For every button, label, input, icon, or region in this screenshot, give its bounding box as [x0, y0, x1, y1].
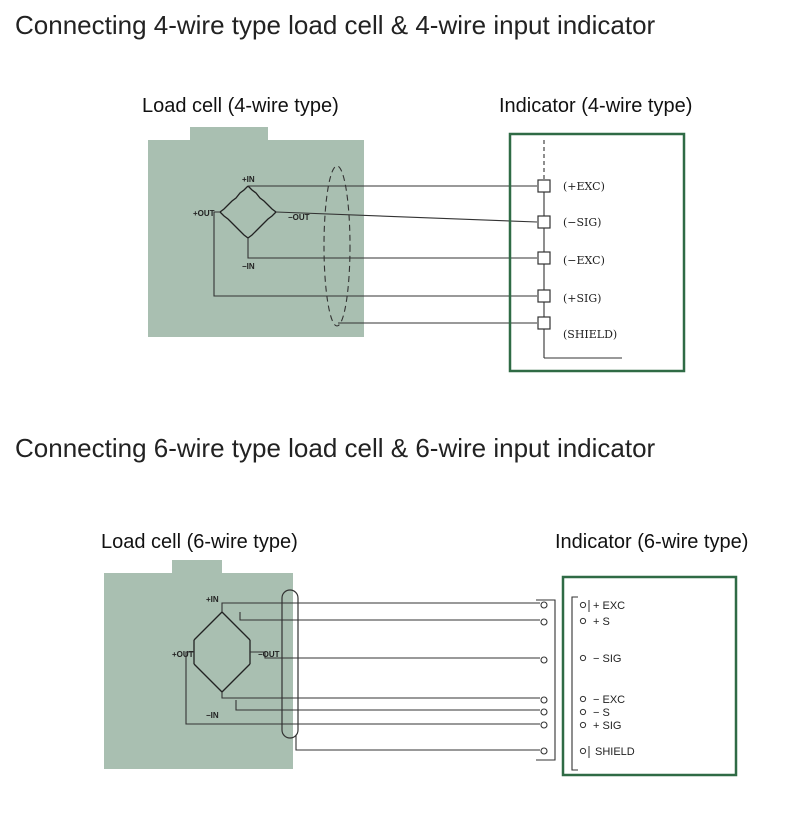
- bridge-4-minus-in-label: −IN: [242, 262, 255, 271]
- bridge-4-plus-in-label: +IN: [242, 175, 255, 184]
- terminal-6-label-shield: SHIELD: [595, 746, 635, 758]
- cable-shield-4-wire: [323, 165, 351, 327]
- terminal-6-label-minus-sig: − SIG: [593, 653, 621, 665]
- terminal-4-box-5: [537, 316, 551, 330]
- terminal-4-label-sig-plus: (+SIG): [563, 292, 601, 305]
- terminal-6-label-plus-sig: + SIG: [593, 720, 621, 732]
- bridge-6-plus-out-label: +OUT: [172, 650, 194, 659]
- wires-6-wire: [185, 602, 540, 751]
- load-cell-4-wire-label: Load cell (4-wire type): [142, 95, 339, 117]
- diagram-6-wire: Load cell (6-wire type) Indicator (6-wir…: [101, 531, 748, 777]
- terminal-6-label-plus-s: + S: [593, 616, 610, 628]
- bridge-4-plus-out-label: +OUT: [193, 209, 215, 218]
- terminal-4-box-4: [537, 289, 551, 303]
- indicator-6-wire-box: [561, 575, 738, 777]
- terminal-4-box-2: [537, 215, 551, 229]
- bridge-4-wire: +IN −IN +OUT −OUT: [193, 175, 310, 271]
- indicator-4-wire-box: [508, 132, 686, 373]
- bridge-6-minus-in-label: −IN: [206, 711, 219, 720]
- load-cell-6-wire-label: Load cell (6-wire type): [101, 531, 298, 553]
- wires-4-wire: [213, 185, 538, 324]
- terminal-6-label-minus-s: − S: [593, 707, 610, 719]
- bridge-4-minus-out-label: −OUT: [288, 213, 310, 222]
- indicator-6-wire-label: Indicator (6-wire type): [555, 531, 748, 553]
- terminal-4-box-1: [537, 179, 551, 193]
- terminal-6-label-minus-exc: − EXC: [593, 694, 625, 706]
- terminals-4-wire: (+EXC) (−SIG) (−EXC) (+SIG) (SHIELD): [537, 179, 617, 341]
- terminal-4-box-3: [537, 251, 551, 265]
- terminal-4-label-exc-minus: (−EXC): [563, 254, 605, 267]
- terminals-6-wire: + EXC + S − SIG − EXC − S + SIG SHIELD: [579, 600, 635, 758]
- heading-6-wire: Connecting 6-wire type load cell & 6-wir…: [15, 433, 656, 463]
- load-cell-6-wire-body: [104, 560, 293, 769]
- cable-shield-6-wire: [281, 589, 299, 739]
- bridge-6-minus-out-label: −OUT: [258, 650, 280, 659]
- heading-4-wire: Connecting 4-wire type load cell & 4-wir…: [15, 10, 656, 40]
- bridge-6-plus-in-label: +IN: [206, 595, 219, 604]
- indicator-4-wire-label: Indicator (4-wire type): [499, 95, 692, 117]
- terminal-4-label-shield: (SHIELD): [563, 328, 617, 341]
- terminal-4-label-sig-minus: (−SIG): [563, 216, 601, 229]
- terminal-4-label-exc-plus: (+EXC): [563, 180, 605, 193]
- diagram-4-wire: Load cell (4-wire type) Indicator (4-wir…: [142, 95, 692, 373]
- terminal-strip-6-wire: [536, 599, 556, 761]
- load-cell-4-wire-body: [148, 127, 364, 337]
- terminal-6-label-plus-exc: + EXC: [593, 600, 625, 612]
